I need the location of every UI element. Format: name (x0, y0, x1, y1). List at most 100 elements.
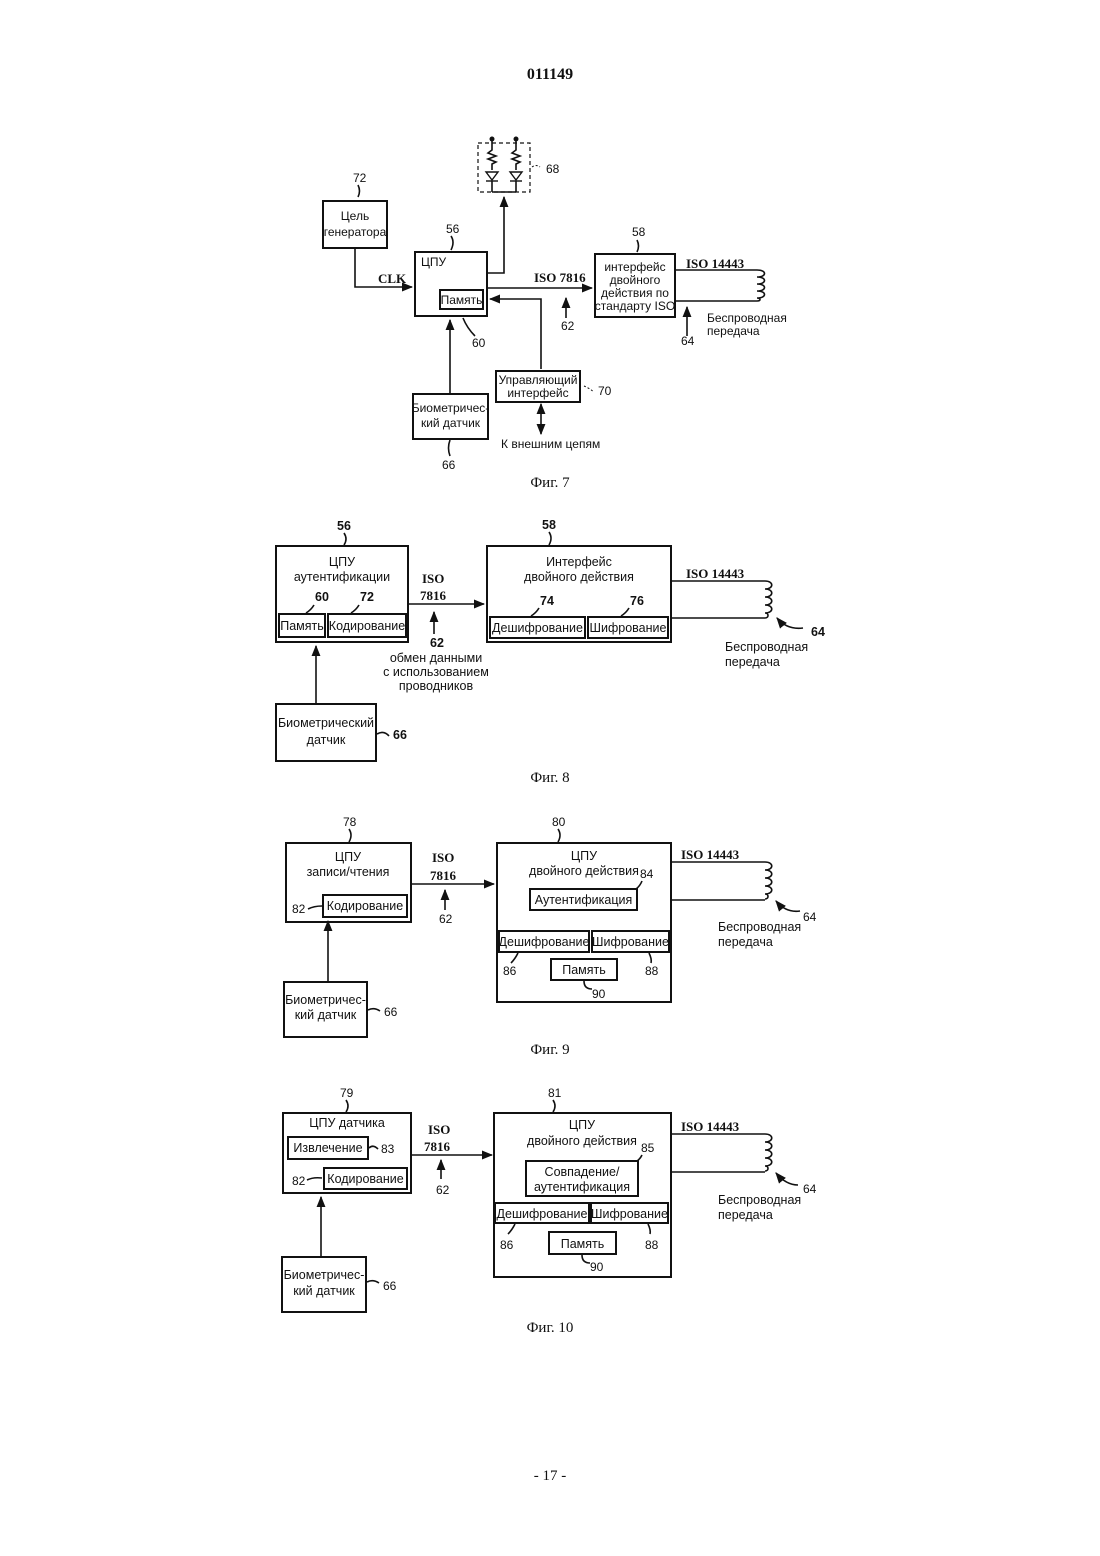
clk-label: CLK (378, 271, 407, 286)
generator-label-1: Цель (341, 209, 369, 223)
iso-label: ISO (432, 850, 454, 865)
ref-62: 62 (436, 1183, 450, 1197)
ref-79: 79 (340, 1086, 354, 1100)
extraction-label: Извлечение (293, 1141, 362, 1155)
antenna-coil (757, 270, 765, 301)
external-circuits-label: К внешним цепям (501, 437, 600, 451)
iso-number-label: 7816 (420, 588, 447, 603)
encoding-label: Кодирование (329, 619, 405, 633)
wireless-label-2: передача (718, 1208, 773, 1222)
cpu-label-1: ЦПУ (335, 850, 361, 864)
dual-label-1: Интерфейс (546, 555, 612, 569)
figure-8-caption: Фиг. 8 (530, 770, 569, 786)
ref-56: 56 (337, 519, 351, 533)
ref-64: 64 (803, 1182, 817, 1196)
ref-70: 70 (598, 384, 612, 398)
link-desc-1: обмен данными (390, 651, 482, 665)
dual-label-1: ЦПУ (569, 1118, 595, 1132)
ref-62: 62 (561, 319, 575, 333)
memory-label: Память (561, 1237, 605, 1251)
iso14443-label: ISO 14443 (686, 566, 745, 581)
figure-8: 56 ЦПУ аутентификации 60 72 Память Кодир… (276, 518, 825, 786)
iso7816-label: ISO 7816 (534, 270, 586, 285)
antenna-coil (765, 862, 772, 899)
link-desc-2: с использованием (383, 665, 489, 679)
sensor-label-2: кий датчик (293, 1284, 355, 1298)
ref-84: 84 (640, 867, 654, 881)
antenna-coil (765, 581, 772, 618)
ref-85: 85 (641, 1141, 655, 1155)
ref-82: 82 (292, 902, 306, 916)
dual-label-1: ЦПУ (571, 849, 597, 863)
generator-label-2: генератора (324, 225, 387, 239)
ref-86: 86 (503, 964, 517, 978)
wireless-label-1: Беспроводная (718, 1193, 801, 1207)
figure-10: 79 ЦПУ датчика Извлечение 83 Кодирование… (282, 1086, 817, 1336)
cpu-label-1: ЦПУ (329, 555, 355, 569)
ref-86: 86 (500, 1238, 514, 1252)
authentication-label: Аутентификация (535, 893, 632, 907)
dual-label-2: двойного действия (529, 864, 639, 878)
memory-label: Память (441, 293, 483, 307)
link-desc-3: проводников (399, 679, 474, 693)
dual-label-2: двойного действия (524, 570, 634, 584)
decryption-label: Дешифрование (492, 621, 583, 635)
iso14443-label: ISO 14443 (681, 847, 740, 862)
antenna-coil (765, 1134, 772, 1171)
control-label-1: Управляющий (499, 373, 578, 387)
control-label-2: интерфейс (507, 386, 568, 400)
ref-88: 88 (645, 964, 659, 978)
iso-label: ISO (428, 1122, 450, 1137)
ref-78: 78 (343, 815, 357, 829)
sensor-label-2: кий датчик (295, 1008, 357, 1022)
ref-66: 66 (442, 458, 456, 472)
dual-label-1: интерфейс (604, 260, 665, 274)
figure-9: 78 ЦПУ записи/чтения Кодирование 82 ISO … (284, 815, 817, 1058)
ref-60: 60 (315, 590, 329, 604)
figure-7-caption: Фиг. 7 (530, 475, 570, 491)
ref-66: 66 (383, 1279, 397, 1293)
ref-90: 90 (590, 1260, 604, 1274)
dual-label-3: действия по (601, 286, 669, 300)
encryption-label: Шифрование (591, 1207, 668, 1221)
sensor-label-2: датчик (307, 733, 346, 747)
memory-label: Память (280, 619, 324, 633)
page-number: - 17 - (0, 1468, 1100, 1485)
wireless-label-2: передача (707, 324, 760, 338)
encryption-label: Шифрование (592, 935, 669, 949)
ref-64: 64 (811, 625, 825, 639)
dual-label-4: стандарту ISO (595, 299, 675, 313)
memory-label: Память (562, 963, 606, 977)
ref-62: 62 (439, 912, 453, 926)
decryption-label: Дешифрование (497, 1207, 588, 1221)
match-label-2: аутентификация (534, 1180, 630, 1194)
ref-66: 66 (393, 728, 407, 742)
dual-label-2: двойного (610, 273, 661, 287)
ref-76: 76 (630, 594, 644, 608)
ref-64: 64 (803, 910, 817, 924)
encryption-label: Шифрование (590, 621, 667, 635)
ref-62: 62 (430, 636, 444, 650)
wireless-label-2: передача (725, 655, 780, 669)
iso-number-label: 7816 (430, 868, 457, 883)
ref-81: 81 (548, 1086, 562, 1100)
cpu-label-2: аутентификации (294, 570, 390, 584)
ref-66: 66 (384, 1005, 398, 1019)
ref-56: 56 (446, 222, 460, 236)
ref-88: 88 (645, 1238, 659, 1252)
cpu-label: ЦПУ датчика (309, 1116, 385, 1130)
ref-64: 64 (681, 334, 695, 348)
dual-label-2: двойного действия (527, 1134, 637, 1148)
ref-58: 58 (542, 518, 556, 532)
ref-90: 90 (592, 987, 606, 1001)
sensor-label-1: Биометричес- (285, 993, 366, 1007)
sensor-label-1: Биометричес- (412, 401, 490, 415)
ref-58: 58 (632, 225, 646, 239)
iso-number-label: 7816 (424, 1139, 451, 1154)
decryption-label: Дешифрование (499, 935, 590, 949)
wireless-label-1: Беспроводная (725, 640, 808, 654)
encoding-label: Кодирование (327, 899, 403, 913)
figure-10-caption: Фиг. 10 (527, 1320, 574, 1336)
